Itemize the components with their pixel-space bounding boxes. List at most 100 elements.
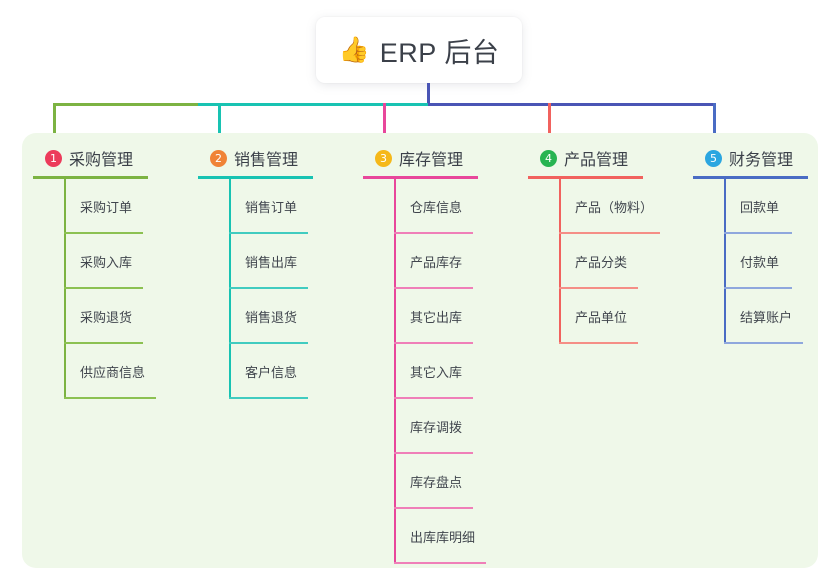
leaf-node[interactable]: 产品单位 [528, 289, 643, 344]
branch-column-3: 3 库存管理仓库信息产品库存其它出库其它入库库存调拨库存盘点出库库明细 [363, 146, 486, 564]
leaf-underline [724, 287, 792, 289]
leaf-node[interactable]: 供应商信息 [33, 344, 156, 399]
leaf-label: 库存调拨 [410, 420, 463, 435]
leaf-label: 回款单 [740, 200, 780, 215]
leaf-label: 付款单 [740, 255, 780, 270]
leaf-underline [394, 232, 473, 234]
leaf-label: 销售订单 [245, 200, 298, 215]
leaf-underline [394, 397, 473, 399]
leaf-underline [229, 397, 308, 399]
branch-header-3[interactable]: 3 库存管理 [363, 146, 478, 170]
leaf-underline [229, 342, 308, 344]
leaf-node[interactable]: 客户信息 [198, 344, 313, 399]
branch-items-1: 采购订单采购入库采购退货供应商信息 [33, 179, 156, 399]
leaf-node[interactable]: 出库库明细 [363, 509, 486, 564]
connector-stub-2 [218, 103, 221, 147]
leaf-label: 结算账户 [740, 310, 793, 325]
leaf-underline [724, 232, 792, 234]
branch-title-3: 库存管理 [399, 152, 464, 169]
leaf-underline [394, 452, 473, 454]
leaf-underline [64, 287, 143, 289]
branch-title-2: 销售管理 [234, 152, 299, 169]
leaf-node[interactable]: 其它出库 [363, 289, 478, 344]
leaf-underline [64, 397, 156, 399]
leaf-underline [394, 342, 473, 344]
leaf-label: 产品库存 [410, 255, 463, 270]
leaf-label: 出库库明细 [410, 530, 476, 545]
leaf-node[interactable]: 产品（物料） [528, 179, 660, 234]
leaf-node[interactable]: 结算账户 [693, 289, 808, 344]
branch-title-5: 财务管理 [729, 152, 794, 169]
leaf-node[interactable]: 销售退货 [198, 289, 313, 344]
branch-badge-1: 1 [45, 149, 62, 167]
leaf-node[interactable]: 采购退货 [33, 289, 148, 344]
leaf-underline [394, 287, 473, 289]
branch-title-1: 采购管理 [69, 152, 134, 169]
branch-spine-2 [229, 179, 231, 399]
leaf-label: 采购订单 [80, 200, 133, 215]
leaf-label: 产品（物料） [575, 200, 654, 215]
branch-spine-3 [394, 179, 396, 564]
root-title: ERP 后台 [379, 37, 500, 68]
branch-spine-5 [724, 179, 726, 344]
leaf-label: 仓库信息 [410, 200, 463, 215]
leaf-node[interactable]: 产品分类 [528, 234, 643, 289]
leaf-underline [229, 232, 308, 234]
branches-panel [22, 133, 818, 568]
connector-stub-1 [53, 103, 56, 147]
leaf-underline [559, 342, 638, 344]
root-stem-connector [427, 83, 430, 103]
leaf-node[interactable]: 销售出库 [198, 234, 313, 289]
branch-badge-4: 4 [540, 149, 557, 167]
leaf-underline [559, 287, 638, 289]
leaf-node[interactable]: 回款单 [693, 179, 808, 234]
connector-segment-teal [198, 103, 428, 106]
root-node[interactable]: 👍 ERP 后台 [316, 17, 522, 83]
branch-spine-4 [559, 179, 561, 344]
connector-stub-5 [713, 103, 716, 147]
leaf-node[interactable]: 库存盘点 [363, 454, 478, 509]
branch-spine-1 [64, 179, 66, 399]
leaf-node[interactable]: 采购入库 [33, 234, 148, 289]
leaf-underline [64, 342, 143, 344]
connector-stub-3 [383, 103, 386, 147]
leaf-label: 销售出库 [245, 255, 298, 270]
branch-column-2: 2 销售管理销售订单销售出库销售退货客户信息 [198, 146, 313, 399]
branch-items-3: 仓库信息产品库存其它出库其它入库库存调拨库存盘点出库库明细 [363, 179, 486, 564]
leaf-label: 产品分类 [575, 255, 628, 270]
branch-badge-3: 3 [375, 149, 392, 167]
branch-header-4[interactable]: 4 产品管理 [528, 146, 643, 170]
leaf-label: 采购入库 [80, 255, 133, 270]
connector-segment-indigo [428, 103, 713, 106]
leaf-node[interactable]: 付款单 [693, 234, 808, 289]
leaf-underline [559, 232, 660, 234]
leaf-node[interactable]: 产品库存 [363, 234, 478, 289]
branch-items-2: 销售订单销售出库销售退货客户信息 [198, 179, 313, 399]
thumbs-up-icon: 👍 [338, 35, 370, 64]
leaf-label: 产品单位 [575, 310, 628, 325]
branch-column-4: 4 产品管理产品（物料） 产品分类产品单位 [528, 146, 660, 344]
leaf-label: 销售退货 [245, 310, 298, 325]
branch-header-2[interactable]: 2 销售管理 [198, 146, 313, 170]
leaf-node[interactable]: 仓库信息 [363, 179, 478, 234]
leaf-underline [394, 562, 486, 564]
branch-items-5: 回款单付款单结算账户 [693, 179, 808, 344]
branch-underline-3 [363, 176, 478, 179]
leaf-node[interactable]: 其它入库 [363, 344, 478, 399]
branch-underline-1 [33, 176, 148, 179]
branch-underline-2 [198, 176, 313, 179]
leaf-node[interactable]: 库存调拨 [363, 399, 478, 454]
leaf-underline [394, 507, 473, 509]
leaf-node[interactable]: 采购订单 [33, 179, 148, 234]
branch-badge-2: 2 [210, 149, 227, 167]
leaf-underline [64, 232, 143, 234]
branch-items-4: 产品（物料） 产品分类产品单位 [528, 179, 660, 344]
leaf-node[interactable]: 销售订单 [198, 179, 313, 234]
branch-header-1[interactable]: 1 采购管理 [33, 146, 148, 170]
branch-title-4: 产品管理 [564, 152, 629, 169]
leaf-label: 供应商信息 [80, 365, 146, 380]
branch-underline-4 [528, 176, 643, 179]
